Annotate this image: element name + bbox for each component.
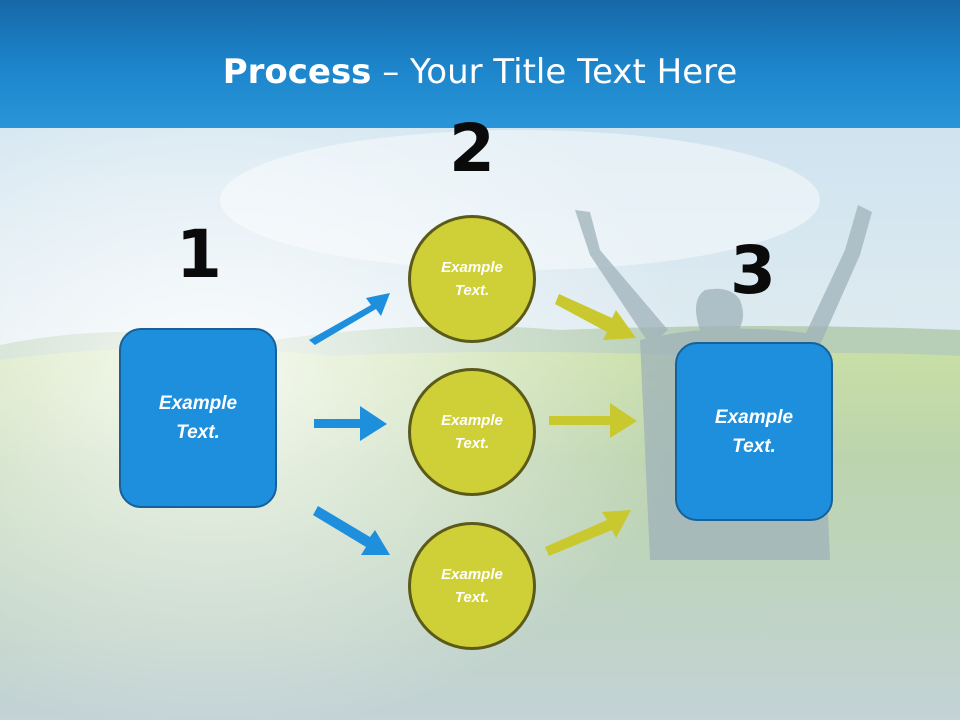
title-bold: Process bbox=[222, 52, 372, 92]
circle-top-text: Example Text. bbox=[441, 259, 503, 299]
step-number-2: 2 bbox=[449, 110, 495, 187]
circle-middle-text: Example Text. bbox=[441, 412, 503, 452]
yellow-arrow-up bbox=[545, 510, 631, 556]
circle-bottom-text: Example Text. bbox=[441, 566, 503, 606]
title-rest: – Your Title Text Here bbox=[371, 52, 738, 92]
title-bar bbox=[0, 0, 960, 128]
step-1-text: Example Text. bbox=[158, 393, 238, 443]
step-1-box: Example Text. bbox=[119, 328, 277, 508]
blue-arrow-right bbox=[314, 406, 387, 441]
step-3-text: Example Text. bbox=[714, 406, 794, 457]
step-2-circle-top: Example Text. bbox=[408, 215, 536, 343]
step-number-1: 1 bbox=[176, 216, 222, 293]
step-2-circle-bottom: Example Text. bbox=[408, 522, 536, 650]
blue-arrow-up bbox=[309, 293, 390, 345]
yellow-arrow-right bbox=[549, 403, 637, 438]
blue-arrow-down bbox=[313, 506, 390, 555]
step-2-circle-middle: Example Text. bbox=[408, 368, 536, 496]
slide-title: Process – Your Title Text Here bbox=[0, 52, 960, 92]
step-3-box: Example Text. bbox=[675, 342, 833, 521]
yellow-arrow-down bbox=[555, 294, 636, 340]
step-number-3: 3 bbox=[730, 232, 776, 309]
